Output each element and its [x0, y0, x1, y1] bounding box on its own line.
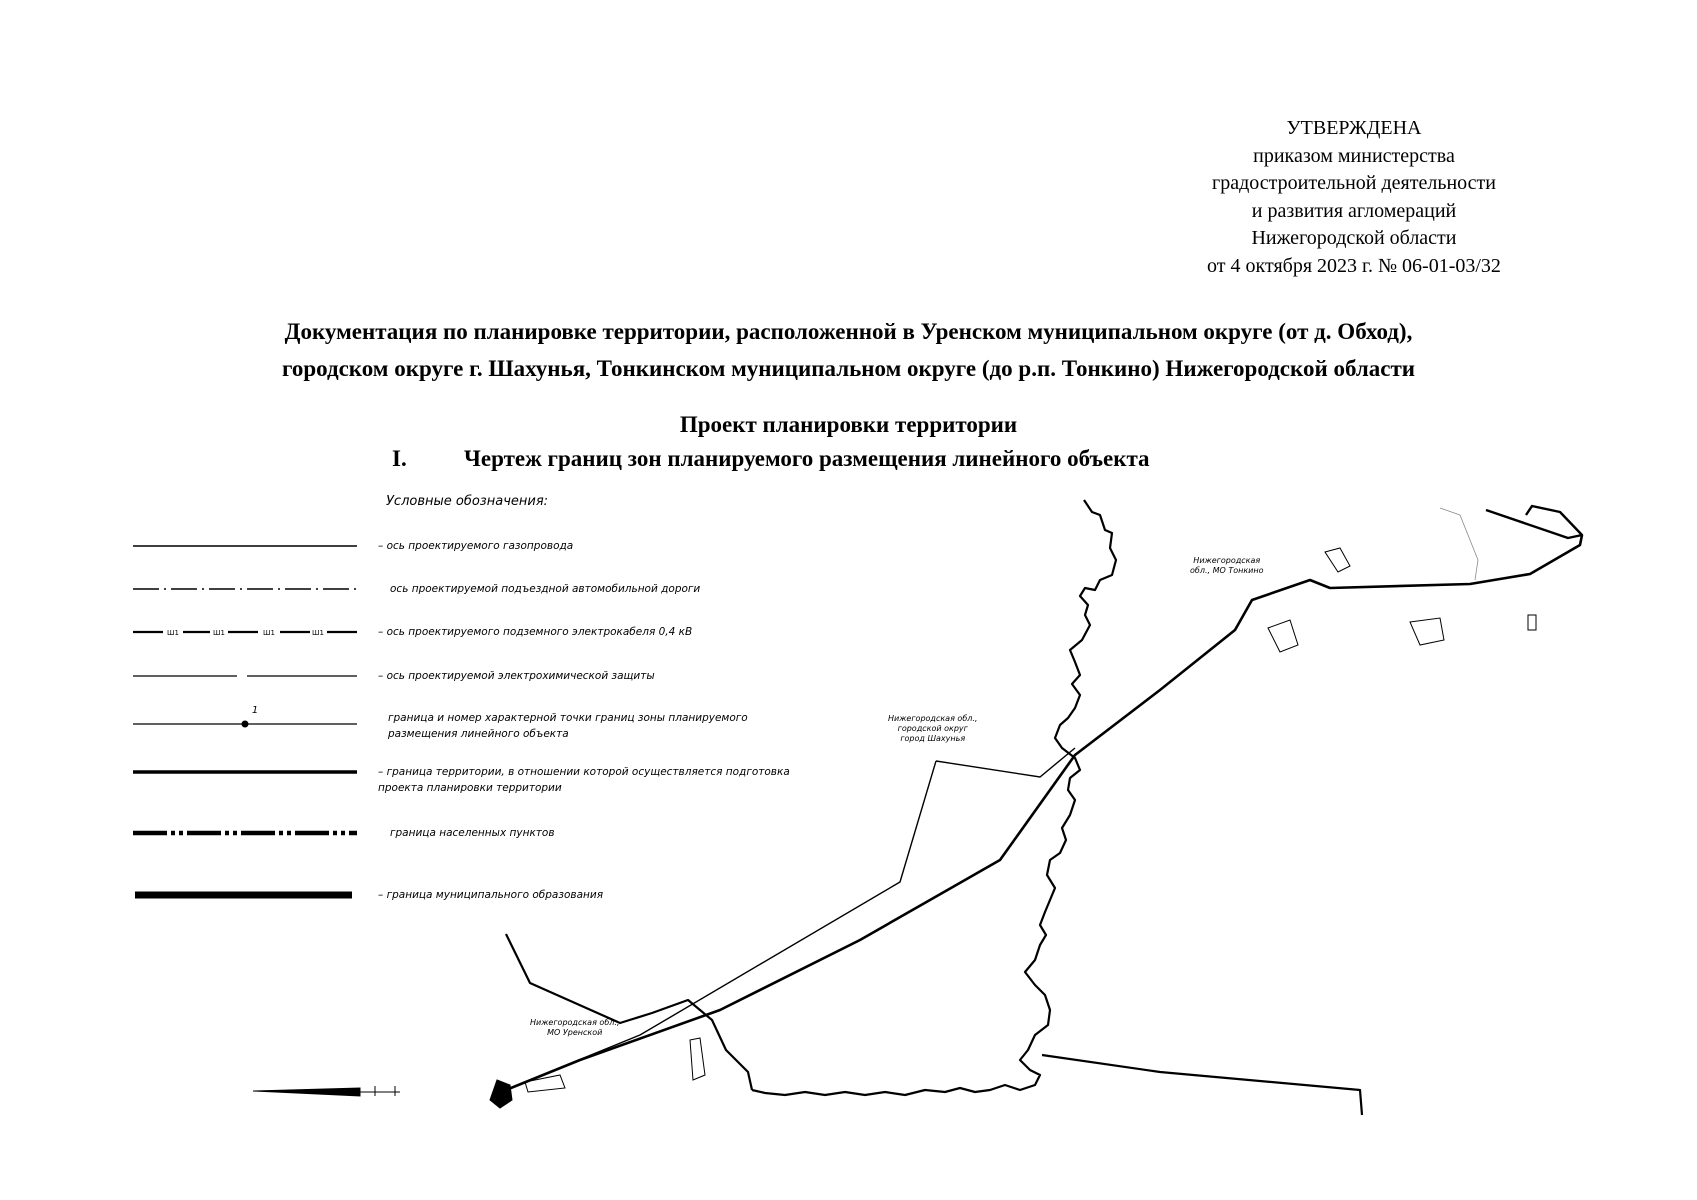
parcel-outline [1409, 617, 1445, 646]
legend-item-ecp-axis: – ось проектируемой электрохимической за… [378, 670, 655, 682]
uren-shakhunya-boundary [505, 933, 754, 1091]
svg-text:Ш1: Ш1 [263, 629, 275, 637]
parcel-outline [1527, 614, 1537, 631]
legend-item-settlement-boundary: граница населенных пунктов [390, 827, 555, 839]
parcel-outline [1324, 547, 1351, 573]
legend-item-cable-axis: – ось проектируемого подземного электрок… [378, 626, 693, 638]
approval-line: и развития агломераций [1251, 199, 1457, 222]
title-line-1: Документация по планировке территории, р… [284, 319, 1413, 344]
legend-item-gas-axis: – ось проектируемого газопровода [378, 540, 574, 552]
svg-text:Ш1: Ш1 [213, 629, 225, 637]
legend-point-number: 1 [251, 705, 259, 716]
parcel-outline [524, 1074, 566, 1093]
approval-line: Нижегородской области [1251, 227, 1457, 249]
section-text: Чертеж границ зон планируемого размещени… [464, 446, 1150, 471]
land-parcels [524, 547, 1537, 1093]
map-label-shakhunya: Нижегородская обл., городской округ горо… [888, 714, 978, 743]
section-number: I. [392, 446, 407, 471]
section-heading: I. Чертеж границ зон планируемого размеще… [392, 446, 1150, 472]
legend-item-road-axis: ось проектируемой подъездной автомобильн… [390, 583, 701, 595]
gas-pipeline-route [505, 504, 1584, 1092]
parcel-outline [689, 1037, 706, 1081]
legend-title: Условные обозначения: [386, 494, 549, 509]
approval-line: от 4 октября 2023 г. № 06-01-03/32 [1207, 254, 1501, 277]
shakhunya-tonkino-boundary-river [751, 499, 1118, 1097]
approval-stamp: УТВЕРЖДЕНА приказом министерства градост… [1144, 115, 1564, 280]
svg-text:Ш1: Ш1 [167, 629, 179, 637]
approval-line: УТВЕРЖДЕНА [1286, 117, 1422, 139]
start-marker [252, 1079, 513, 1109]
tonkino-boundary-south [1041, 1053, 1364, 1116]
map-label-uren: Нижегородская обл., МО Уренской [530, 1018, 620, 1037]
legend-item-municipal-boundary: – граница муниципального образования [378, 889, 604, 901]
legend-symbols: Ш1 Ш1 Ш1 Ш1 [133, 545, 357, 899]
approval-line: приказом министерства [1253, 144, 1455, 167]
legend-item-point-boundary: граница и номер характерной точки границ… [388, 712, 748, 740]
document-subtitle: Проект планировки территории [679, 412, 1018, 437]
legend-symbol-cable-axis: Ш1 Ш1 Ш1 Ш1 [133, 629, 357, 637]
svg-text:Ш1: Ш1 [312, 629, 324, 637]
approval-line: градостроительной деятельности [1212, 172, 1496, 194]
municipal-boundaries [505, 499, 1364, 1116]
legend-item-territory-boundary: – граница территории, в отношении которо… [378, 766, 790, 794]
legend-symbol-point-boundary [133, 720, 357, 728]
map-label-tonkino: Нижегородская обл., МО Тонкино [1190, 556, 1264, 575]
title-line-2: городском округе г. Шахунья, Тонкинском … [281, 356, 1416, 381]
document-title: Документация по планировке территории, р… [0, 313, 1697, 387]
parcel-outline [1267, 619, 1299, 653]
